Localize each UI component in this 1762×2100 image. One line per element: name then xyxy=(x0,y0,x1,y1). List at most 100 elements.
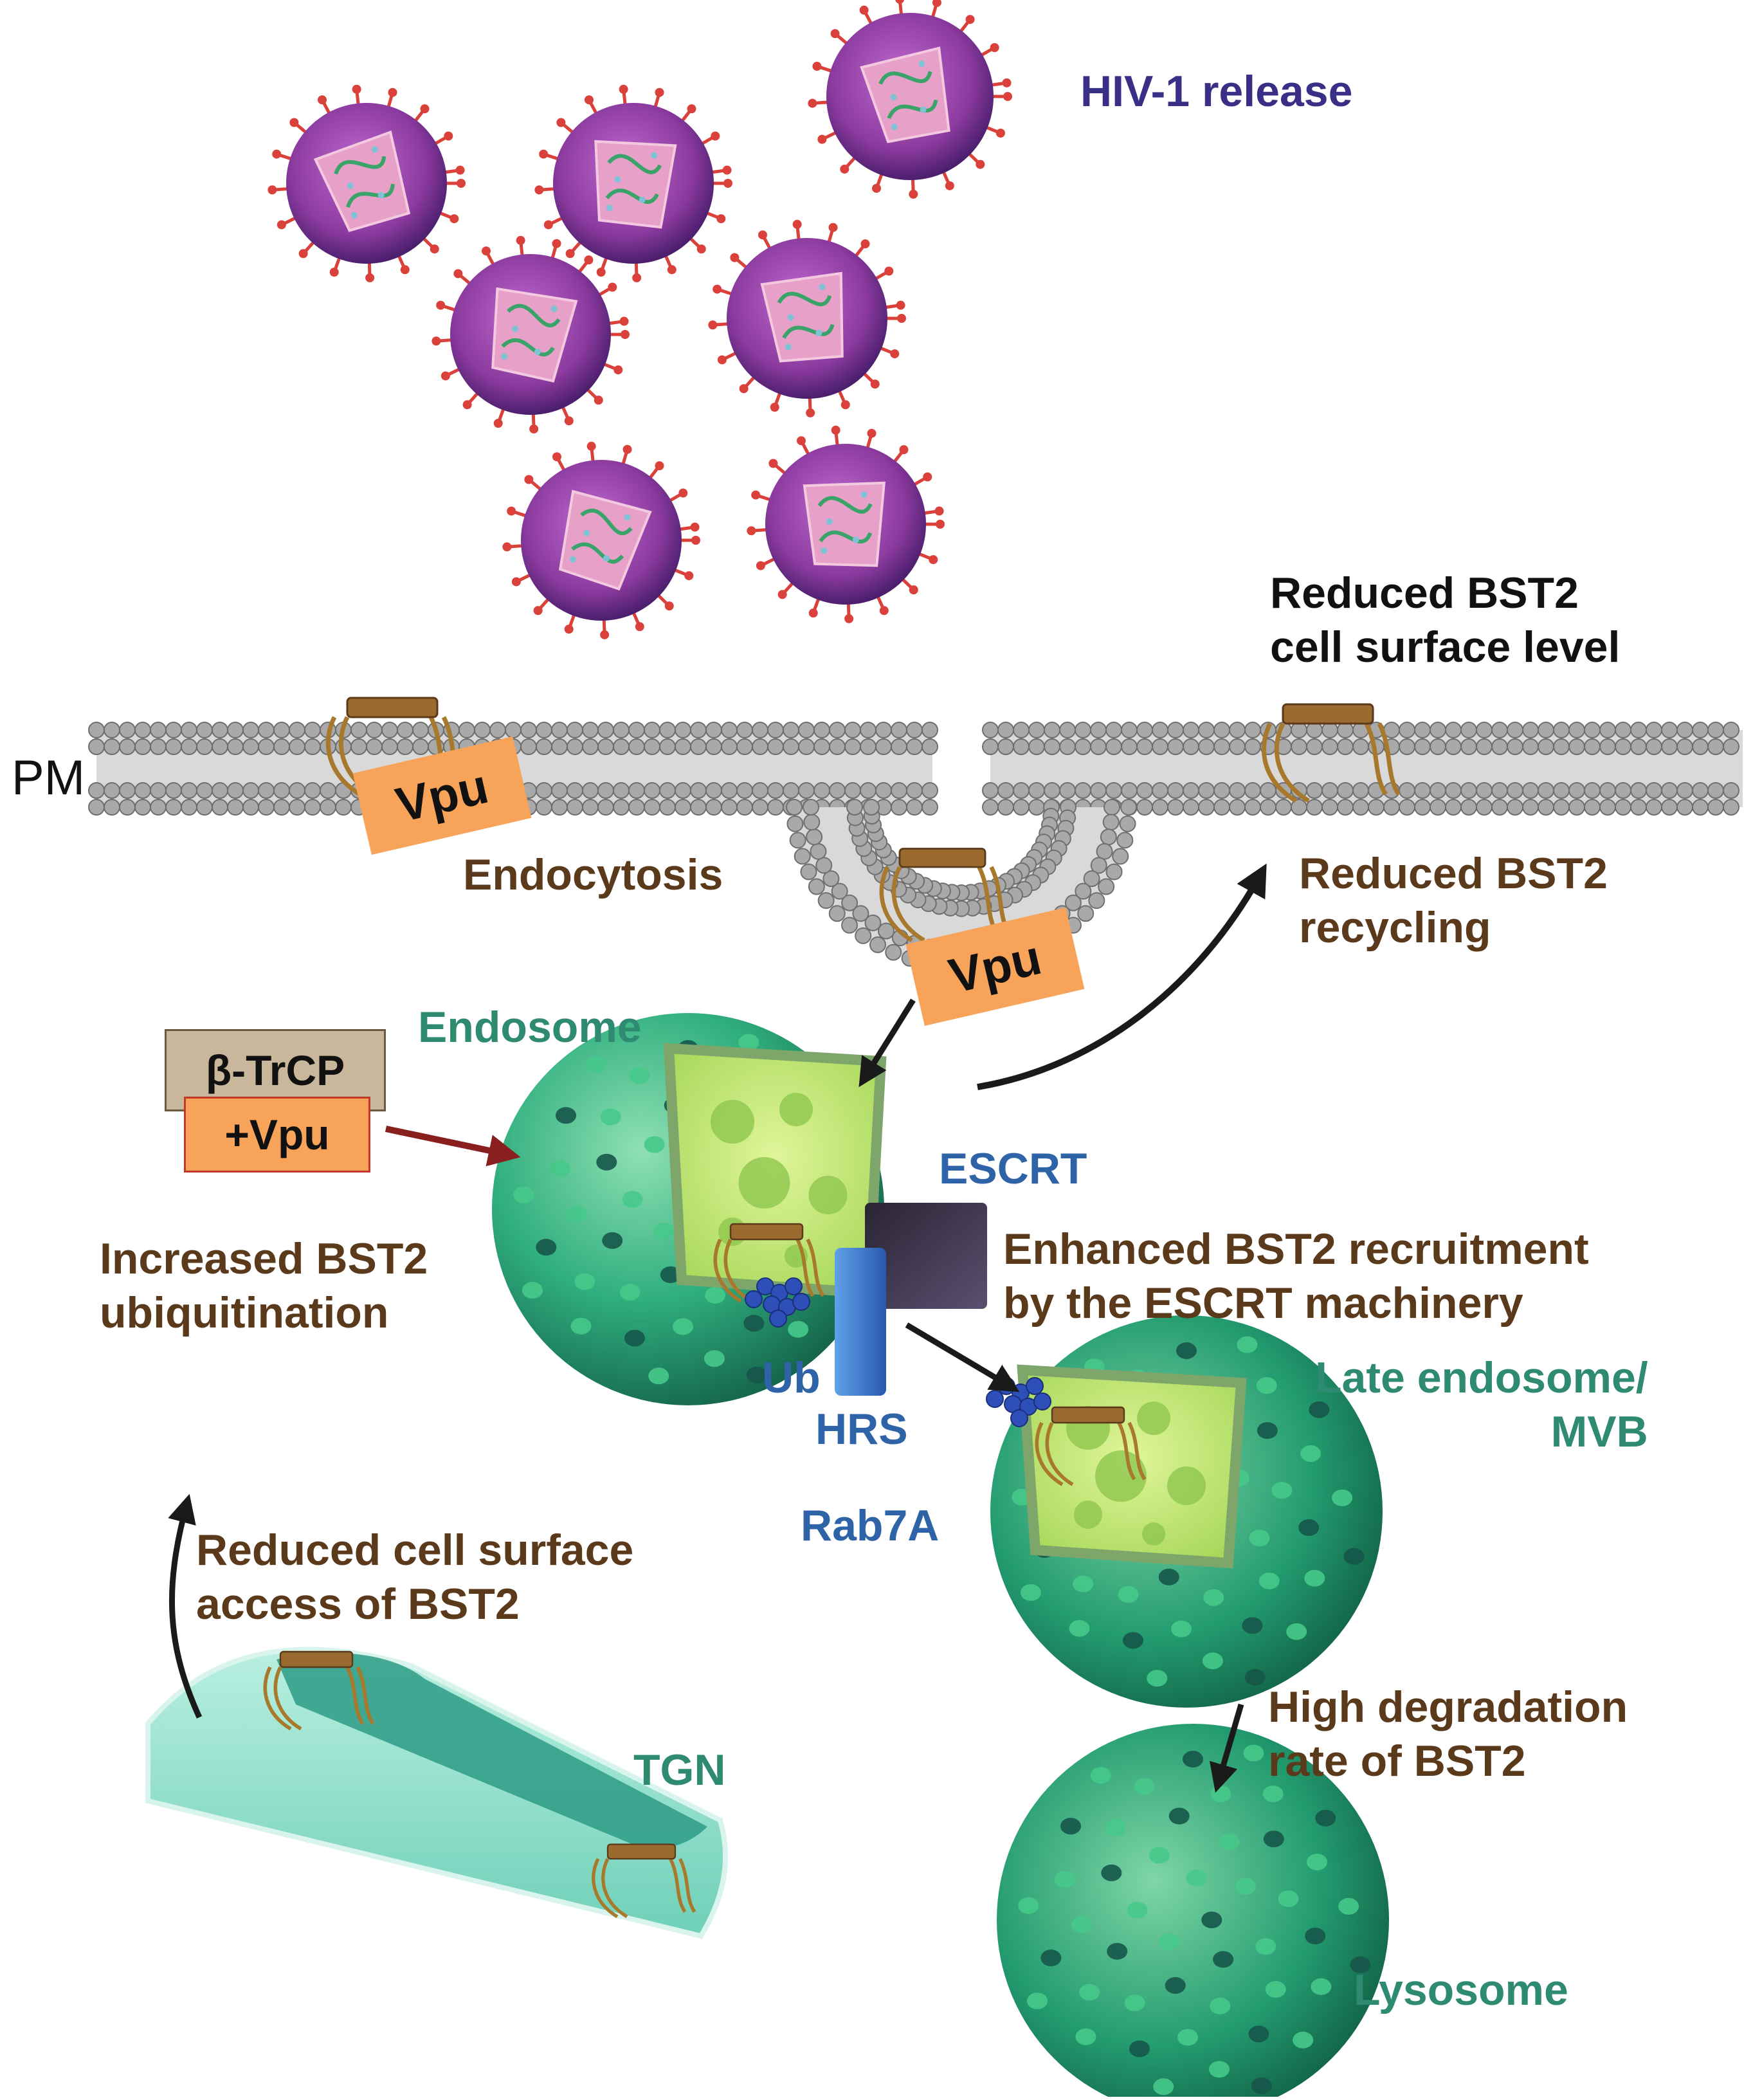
lipid-head xyxy=(659,722,676,738)
lipid-head xyxy=(505,722,522,738)
virion-spike-tip xyxy=(455,165,465,175)
lipid-head xyxy=(813,782,830,799)
lipid-head xyxy=(1121,738,1138,755)
lipid-head xyxy=(1707,782,1724,799)
lipid-head xyxy=(721,799,738,816)
virion-spike-tip xyxy=(770,403,779,412)
lipid-head xyxy=(786,799,803,816)
lipid-head xyxy=(644,782,660,799)
lumen-vesicle xyxy=(1095,1450,1147,1502)
surface-dot xyxy=(705,1286,726,1304)
lipid-head xyxy=(165,738,182,755)
tgn-access-arrow xyxy=(168,1493,203,1719)
virion-spike-tip xyxy=(453,269,463,278)
lipid-head xyxy=(181,738,197,755)
surface-dot xyxy=(1149,1847,1170,1864)
lipid-head xyxy=(1322,738,1338,755)
virion-spike-tip xyxy=(564,416,574,426)
endocytosis-arrow xyxy=(858,998,916,1088)
virion-spike-tip xyxy=(696,244,706,254)
virion-spike-tip xyxy=(840,164,849,174)
tgn-label: TGN xyxy=(633,1746,726,1794)
lipid-head xyxy=(1430,738,1446,755)
lipid-head xyxy=(803,814,821,831)
ubiquitin-dot xyxy=(769,1310,787,1328)
virion-spike-tip xyxy=(430,244,439,254)
lipid-head xyxy=(752,738,768,755)
lipid-head xyxy=(767,722,784,738)
virion-spike-tip xyxy=(808,98,817,108)
lipid-head xyxy=(1630,782,1647,799)
surface-dot xyxy=(788,1320,809,1338)
virion-spike-tip xyxy=(608,282,617,292)
lumen-vesicle xyxy=(1167,1466,1206,1505)
lipid-head xyxy=(767,799,784,816)
surface-dot xyxy=(1107,1942,1128,1960)
high-degradation-line1: High degradation xyxy=(1268,1683,1628,1731)
virion-spike-tip xyxy=(600,630,610,639)
bst2-coiled-coil xyxy=(346,697,439,718)
lipid-head xyxy=(1584,782,1601,799)
surface-dot xyxy=(1298,1519,1320,1537)
lipid-head xyxy=(1692,738,1709,755)
virion-spike-tip xyxy=(936,520,945,529)
lipid-head xyxy=(1723,738,1739,755)
virion-spike-tip xyxy=(268,185,277,195)
increased-ubiquitination-line2: ubiquitination xyxy=(100,1288,389,1337)
surface-dot xyxy=(1101,1864,1122,1881)
lipid-head xyxy=(1460,722,1477,738)
lipid-head xyxy=(1136,799,1153,816)
lipid-head xyxy=(1430,782,1446,799)
high-degradation-line2: rate of BST2 xyxy=(1268,1737,1526,1785)
virion-spike-tip xyxy=(867,428,876,438)
lipid-head xyxy=(273,782,290,799)
virion-spike-tip xyxy=(584,255,594,265)
surface-dot xyxy=(1293,2031,1314,2049)
lipid-head xyxy=(289,799,305,816)
virion-spike-tip xyxy=(533,606,543,616)
surface-dot xyxy=(1265,1981,1286,1998)
lipid-head xyxy=(1399,799,1415,816)
lipid-head xyxy=(852,905,869,922)
lipid-head xyxy=(1059,738,1076,755)
surface-dot xyxy=(1071,1916,1093,1933)
bst2-strand xyxy=(263,1666,302,1731)
bst2-tether-icon xyxy=(1035,1406,1147,1486)
lipid-head xyxy=(273,799,290,816)
core-dot xyxy=(639,196,646,203)
surface-dot xyxy=(743,1315,765,1332)
lipid-head xyxy=(1430,722,1446,738)
lipid-head xyxy=(1646,799,1662,816)
core-dot xyxy=(512,325,519,333)
lipid-head xyxy=(1121,722,1138,738)
virion-spike-tip xyxy=(723,179,732,188)
virion-spike-tip xyxy=(1003,92,1012,101)
hiv-virion-icon xyxy=(268,84,466,282)
lipid-head xyxy=(1075,782,1091,799)
hiv-virion-icon xyxy=(431,235,630,434)
bst2-coiled-coil xyxy=(1282,703,1374,725)
lipid-head xyxy=(304,782,321,799)
core-dot xyxy=(614,176,621,183)
lipid-head xyxy=(1028,782,1045,799)
lipid-head xyxy=(304,799,321,816)
lipid-head xyxy=(1646,722,1662,738)
virion-spike-tip xyxy=(965,15,975,24)
lipid-head xyxy=(258,799,275,816)
lipid-head xyxy=(1352,799,1369,816)
virion-spike-tip xyxy=(909,189,918,199)
surface-dot xyxy=(1186,1869,1207,1886)
bst2-strand xyxy=(669,1858,696,1913)
virion-spike-tip xyxy=(995,128,1005,138)
virion-spike-tip xyxy=(713,284,722,294)
lipid-head xyxy=(551,782,568,799)
lipid-head xyxy=(397,738,413,755)
virion-spike-tip xyxy=(298,249,308,259)
lipid-head xyxy=(1522,782,1539,799)
lipid-head xyxy=(1538,738,1554,755)
surface-dot xyxy=(660,1266,681,1283)
lipid-head xyxy=(1075,738,1091,755)
lipid-head xyxy=(242,722,259,738)
virion-spike-tip xyxy=(717,355,727,365)
lipid-head xyxy=(1414,799,1431,816)
